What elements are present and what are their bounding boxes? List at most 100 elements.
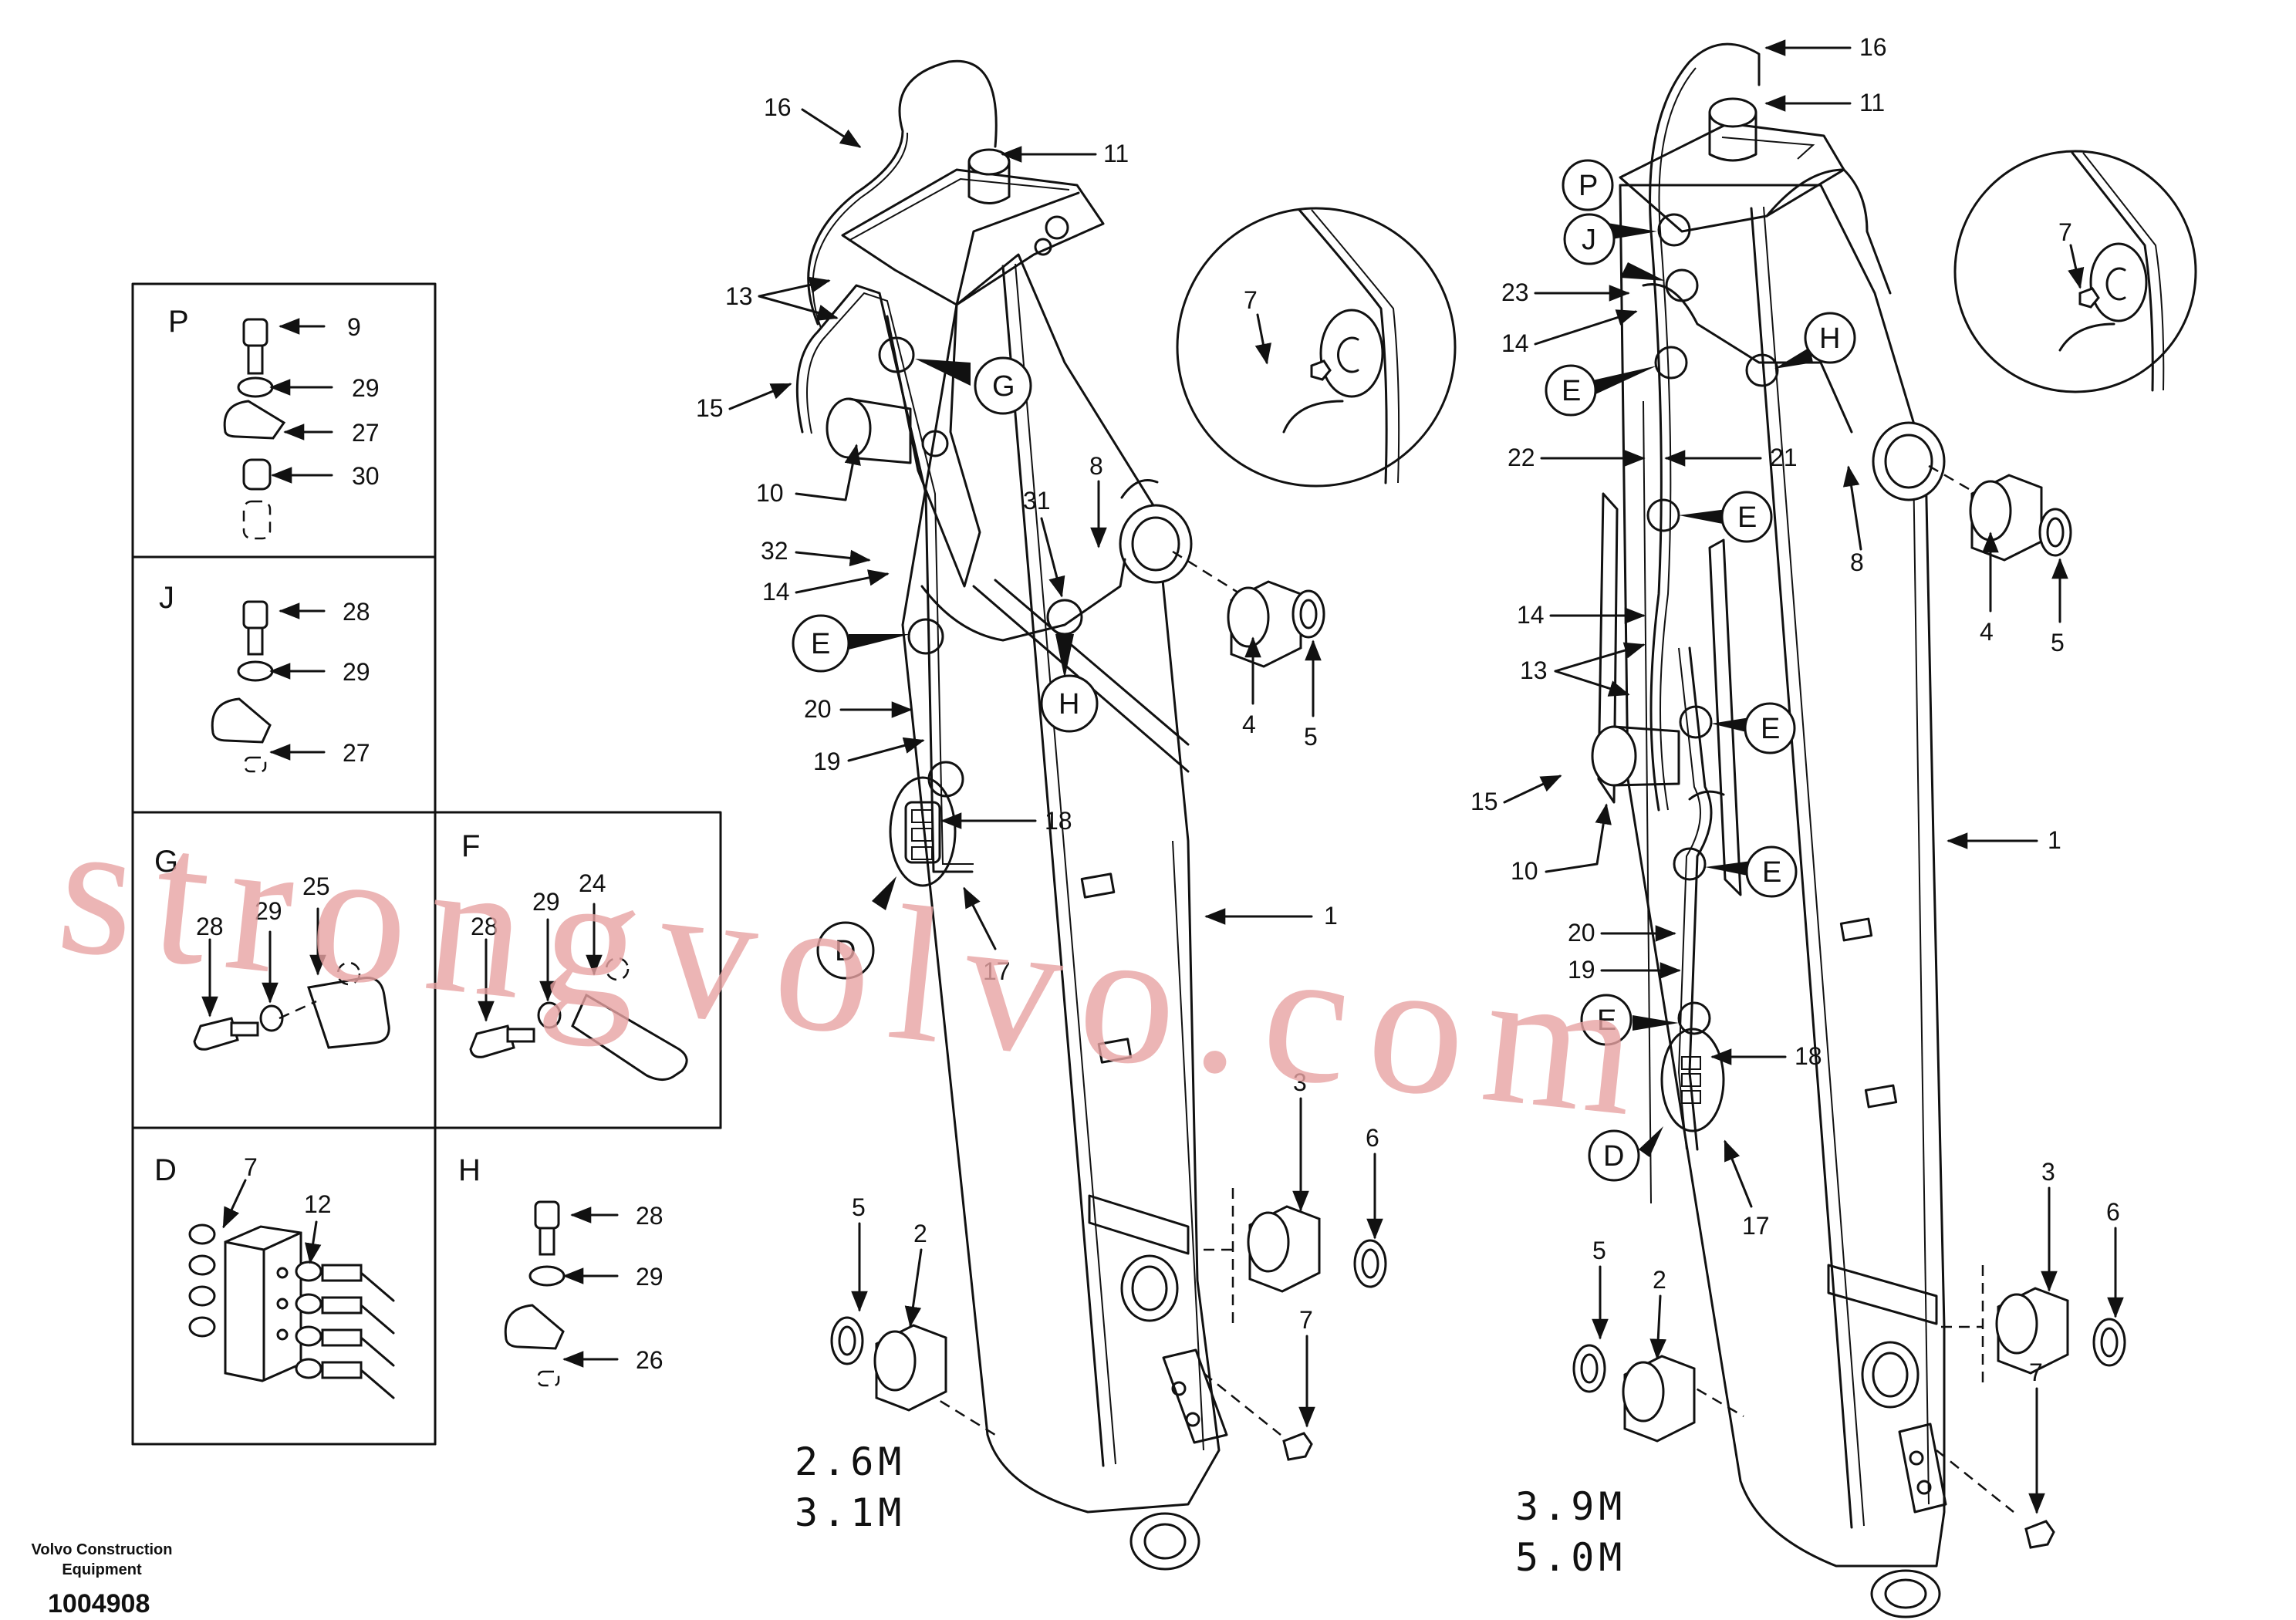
zoom-detail-left: 7	[1176, 207, 1457, 488]
callout-j-29: 29	[343, 658, 370, 686]
panel-letter-f: F	[461, 829, 480, 863]
callout-right-18: 18	[1795, 1042, 1822, 1070]
callout-left-8: 8	[1089, 452, 1103, 480]
zoom-detail-right: 7	[1953, 150, 2197, 393]
callout-f-29: 29	[532, 888, 560, 916]
model-left-line2: 3.1M	[795, 1490, 906, 1535]
callout-left-5: 5	[1304, 723, 1318, 751]
bubble-right-e4: E	[1762, 856, 1781, 889]
callout-right-22: 22	[1508, 444, 1535, 471]
drawing-number: 1004908	[48, 1589, 150, 1618]
callout-left-6: 6	[1366, 1124, 1379, 1152]
callout-right-19: 19	[1568, 956, 1595, 984]
detail-panel-p: P 9 29 27 30	[168, 305, 380, 540]
callout-left-7: 7	[1299, 1306, 1313, 1334]
bubble-left-e: E	[811, 628, 830, 660]
callout-right-4: 4	[1980, 618, 1994, 646]
model-right-line2: 5.0M	[1515, 1535, 1626, 1580]
panel-letter-j: J	[159, 581, 174, 615]
callout-d-7: 7	[244, 1153, 258, 1181]
callout-j-28: 28	[343, 598, 370, 626]
bubble-left-h: H	[1059, 688, 1079, 721]
footer: Volvo Construction Equipment 1004908	[32, 1541, 173, 1618]
callout-right-17: 17	[1742, 1212, 1770, 1240]
watermark-text: strongvolvo.com	[49, 778, 1666, 1159]
detail-panel-d: D	[154, 1153, 395, 1399]
callout-right-8: 8	[1850, 548, 1864, 576]
panel-letter-d: D	[154, 1153, 177, 1187]
callout-left-13: 13	[725, 282, 753, 310]
detail-panels: P 9 29 27 30 J 28 29	[131, 282, 722, 1446]
callout-p-29: 29	[352, 374, 380, 402]
detail-panel-f: F 28 29 24	[461, 829, 688, 1081]
callout-left-20: 20	[804, 695, 832, 723]
callout-right-3: 3	[2041, 1158, 2055, 1186]
callout-right-20: 20	[1568, 919, 1595, 947]
detail-panel-j: J 28 29 27	[159, 581, 370, 773]
callout-left-16: 16	[764, 93, 792, 121]
callout-p-27: 27	[352, 419, 380, 447]
callout-right-23: 23	[1501, 278, 1529, 306]
callout-right-zoom-7: 7	[2058, 218, 2072, 246]
callout-right-21: 21	[1770, 444, 1798, 471]
callout-h-28: 28	[636, 1202, 663, 1230]
callout-right-14: 14	[1501, 329, 1529, 357]
panel-letter-g: G	[154, 845, 178, 879]
company-line-1: Volvo Construction	[32, 1541, 173, 1558]
callout-left-5b: 5	[852, 1193, 866, 1221]
callout-left-1: 1	[1324, 902, 1338, 930]
bubble-right-e2: E	[1737, 501, 1757, 534]
model-label-left: 2.6M 3.1M	[795, 1439, 906, 1535]
callout-left-19: 19	[813, 748, 841, 775]
fitting-stack	[295, 1261, 395, 1399]
callout-g-29: 29	[255, 897, 282, 925]
callout-right-5: 5	[2051, 629, 2065, 656]
panel-letter-p: P	[168, 305, 189, 339]
callouts-left-boom: 16 11 13 15 10 32 14 20 19 18 17 31 8 1 …	[696, 93, 1383, 1428]
bubble-right-e1: E	[1562, 375, 1581, 407]
callouts-right-boom: 16 11 23 14 22 21 8 14 13 15 10 20 19 18…	[1470, 33, 2124, 1514]
callout-g-28: 28	[196, 913, 224, 940]
callout-left-31: 31	[1023, 487, 1051, 515]
callout-right-16: 16	[1859, 33, 1887, 61]
callout-p-9: 9	[347, 313, 361, 341]
bubble-right-p: P	[1578, 170, 1598, 202]
callout-f-28: 28	[471, 913, 498, 940]
callout-g-25: 25	[302, 872, 330, 900]
bubble-right-d: D	[1603, 1140, 1624, 1173]
model-left-line1: 2.6M	[795, 1439, 906, 1484]
callout-right-7: 7	[2029, 1358, 2043, 1386]
callout-right-10: 10	[1511, 857, 1538, 885]
callout-h-29: 29	[636, 1263, 663, 1291]
company-line-2: Equipment	[62, 1561, 142, 1578]
boom-arm-left: G E H D	[792, 59, 1387, 1571]
callout-p-30: 30	[352, 462, 380, 490]
callout-left-15: 15	[696, 394, 724, 422]
model-label-right: 3.9M 5.0M	[1515, 1484, 1626, 1580]
callout-j-27: 27	[343, 739, 370, 767]
callout-right-2: 2	[1653, 1266, 1666, 1294]
bubble-right-e5: E	[1597, 1004, 1616, 1037]
detail-panel-h: H 28 29 26	[458, 1153, 663, 1387]
callout-left-32: 32	[761, 537, 788, 565]
callout-right-14b: 14	[1517, 601, 1545, 629]
callout-left-11: 11	[1103, 140, 1129, 167]
callout-left-14: 14	[762, 578, 790, 606]
callout-left-zoom-7: 7	[1244, 286, 1258, 314]
callout-left-2: 2	[913, 1220, 927, 1247]
bubble-right-e3: E	[1761, 713, 1780, 745]
nipple-stack	[188, 1223, 216, 1338]
callout-right-1: 1	[2048, 826, 2061, 854]
detail-panel-g: G 28 29 25	[154, 845, 390, 1051]
callout-left-4: 4	[1242, 710, 1256, 738]
callout-left-18: 18	[1045, 807, 1072, 835]
callout-d-12: 12	[304, 1190, 332, 1218]
callout-left-10: 10	[756, 479, 784, 507]
bubble-right-h: H	[1819, 322, 1840, 355]
callout-f-24: 24	[579, 869, 606, 897]
bubble-left-g: G	[992, 370, 1015, 403]
callout-left-3: 3	[1293, 1068, 1307, 1096]
callout-h-26: 26	[636, 1346, 663, 1374]
callout-left-17: 17	[983, 957, 1011, 985]
